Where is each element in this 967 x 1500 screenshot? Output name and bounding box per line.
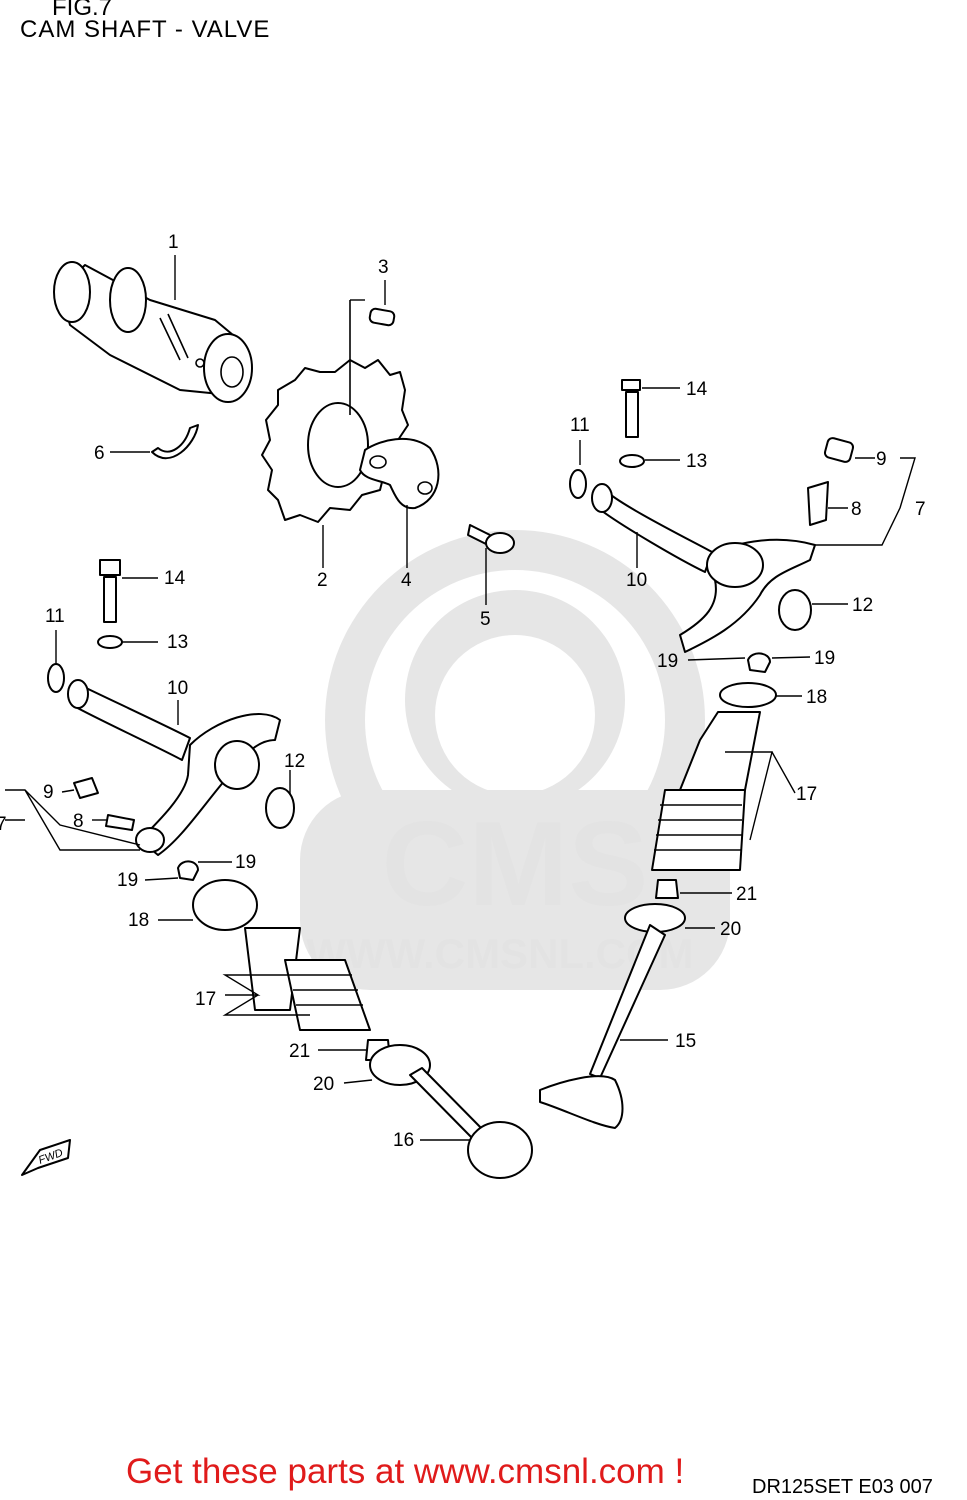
watermark: CMS WWW.CMSNL.COM [300,530,730,990]
callout-20-right: 20 [720,919,741,940]
sprocket-plate [359,437,440,510]
callout-16: 16 [393,1130,414,1151]
callout-7-left: 7 [0,814,7,835]
camshaft [53,261,253,403]
callout-17-left: 17 [195,989,216,1010]
callout-12-right: 12 [852,595,873,616]
diagram-title: CAM SHAFT - VALVE [20,16,271,43]
callout-18-right: 18 [806,687,827,708]
callout-5: 5 [480,609,491,630]
callout-13-right: 13 [686,451,707,472]
callout-20-left: 20 [313,1074,334,1095]
sprocket-bolt [467,524,515,554]
cam-sprocket [261,300,409,523]
callout-9-right: 9 [876,449,887,470]
watermark-url: WWW.CMSNL.COM [306,930,693,977]
leader-lines [5,255,916,1141]
callout-13-left: 13 [167,632,188,653]
callout-10-right: 10 [626,570,647,591]
callout-6: 6 [94,443,105,464]
parts-link-banner[interactable]: Get these parts at www.cmsnl.com ! [126,1452,685,1491]
watermark-brand: CMS [382,797,649,931]
cam-bearing [151,424,199,460]
callout-7-right: 7 [915,499,926,520]
callout-21-right: 21 [736,884,757,905]
callout-8-left: 8 [73,811,84,832]
callout-9-left: 9 [43,782,54,803]
callouts: 1 2 3 4 5 6 7 7 8 8 9 9 10 10 11 11 12 1… [0,232,926,1151]
callout-10-left: 10 [167,678,188,699]
callout-18-left: 18 [128,910,149,931]
callout-19-right-b: 19 [814,648,835,669]
rocker-assembly-right [539,379,855,1129]
callout-19-left-a: 19 [235,852,256,873]
callout-4: 4 [401,570,412,591]
callout-19-left-b: 19 [117,870,138,891]
callout-11-right: 11 [570,415,590,436]
callout-15: 15 [675,1031,696,1052]
callout-12-left: 12 [284,751,305,772]
callout-21-left: 21 [289,1041,310,1062]
callout-14-left: 14 [164,568,186,589]
callout-2: 2 [317,570,328,591]
rocker-assembly-left [47,559,533,1179]
pin [368,307,396,327]
figure-number: FIG.7 [52,0,113,21]
diagram-code: DR125SET E03 007 [752,1476,933,1498]
callout-3: 3 [378,257,389,278]
callout-14-right: 14 [686,379,708,400]
callout-8-right: 8 [851,499,862,520]
callout-1: 1 [168,232,179,253]
callout-17-right: 17 [796,784,817,805]
callout-11-left: 11 [45,606,65,627]
fwd-arrow-icon: FWD [21,1139,71,1176]
callout-19-right-a: 19 [657,651,678,672]
